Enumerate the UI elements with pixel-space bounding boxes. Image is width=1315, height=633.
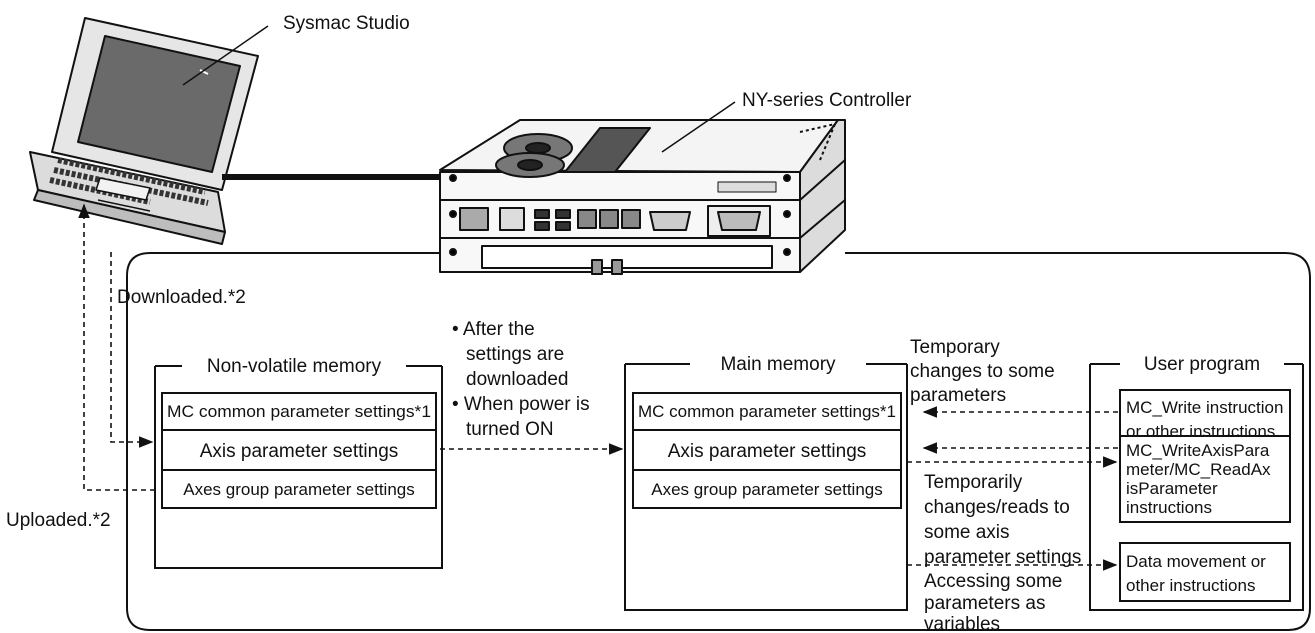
nv-row-axis: Axis parameter settings bbox=[200, 441, 399, 462]
ny-controller-label: NY-series Controller bbox=[742, 90, 912, 111]
up-box2-line2: meter/MC_ReadAx bbox=[1126, 460, 1271, 479]
controller-pointer bbox=[661, 101, 736, 153]
download-path bbox=[78, 203, 155, 491]
temporary-line-2: changes to some bbox=[910, 361, 1055, 382]
mm-row-mc-common: MC common parameter settings*1 bbox=[638, 402, 896, 421]
transfer-line-5: turned ON bbox=[466, 419, 554, 440]
mm-row-axis: Axis parameter settings bbox=[668, 441, 867, 462]
controller-enclosure bbox=[126, 252, 1311, 631]
user-program-title: User program bbox=[1144, 354, 1260, 375]
transfer-line-2: settings are bbox=[466, 344, 564, 365]
downloaded-label: Downloaded.*2 bbox=[117, 287, 246, 308]
nonvolatile-title: Non-volatile memory bbox=[207, 356, 382, 377]
up-box1-line1: MC_Write instruction bbox=[1126, 398, 1283, 417]
temporarily-line-4: parameter settings bbox=[924, 547, 1081, 568]
transfer-line-1: • After the bbox=[452, 319, 535, 340]
laptop-icon bbox=[29, 17, 259, 245]
controller-icon bbox=[439, 119, 846, 275]
program-arrows bbox=[907, 406, 1118, 571]
accessing-note: Accessing some parameters as variables bbox=[924, 571, 1062, 633]
transfer-line-3: downloaded bbox=[466, 369, 568, 390]
temporary-note: Temporary changes to some parameters bbox=[910, 337, 1055, 406]
main-memory-title: Main memory bbox=[720, 354, 836, 375]
nv-row-axes-group: Axes group parameter settings bbox=[183, 480, 415, 499]
temporary-line-1: Temporary bbox=[910, 337, 1000, 358]
user-program-group: User program MC_Write instruction or oth… bbox=[1089, 354, 1304, 611]
nv-row-mc-common: MC common parameter settings*1 bbox=[167, 402, 431, 421]
up-box2-line1: MC_WriteAxisPara bbox=[1126, 441, 1270, 460]
main-memory-group: Main memory MC common parameter settings… bbox=[624, 354, 908, 611]
temporarily-note: Temporarily changes/reads to some axis p… bbox=[924, 472, 1081, 568]
accessing-line-3: variables bbox=[924, 614, 1000, 633]
mm-row-axes-group: Axes group parameter settings bbox=[651, 480, 883, 499]
sysmac-pointer bbox=[182, 25, 269, 86]
uploaded-label: Uploaded.*2 bbox=[6, 510, 111, 531]
accessing-line-2: parameters as bbox=[924, 593, 1045, 614]
temporary-line-3: parameters bbox=[910, 385, 1006, 406]
temporarily-line-2: changes/reads to bbox=[924, 497, 1070, 518]
temporarily-line-1: Temporarily bbox=[924, 472, 1023, 493]
accessing-line-1: Accessing some bbox=[924, 571, 1062, 592]
up-box3-line1: Data movement or bbox=[1126, 552, 1266, 571]
transfer-line-4: • When power is bbox=[452, 394, 590, 415]
transfer-note: • After the settings are downloaded • Wh… bbox=[452, 319, 590, 440]
up-box3-line2: other instructions bbox=[1126, 576, 1255, 595]
temporarily-line-3: some axis bbox=[924, 522, 1010, 543]
sysmac-studio-label: Sysmac Studio bbox=[283, 13, 410, 34]
up-box2-line4: instructions bbox=[1126, 498, 1212, 517]
up-box2-line3: isParameter bbox=[1126, 479, 1218, 498]
nonvolatile-memory-group: Non-volatile memory MC common parameter … bbox=[154, 356, 443, 569]
